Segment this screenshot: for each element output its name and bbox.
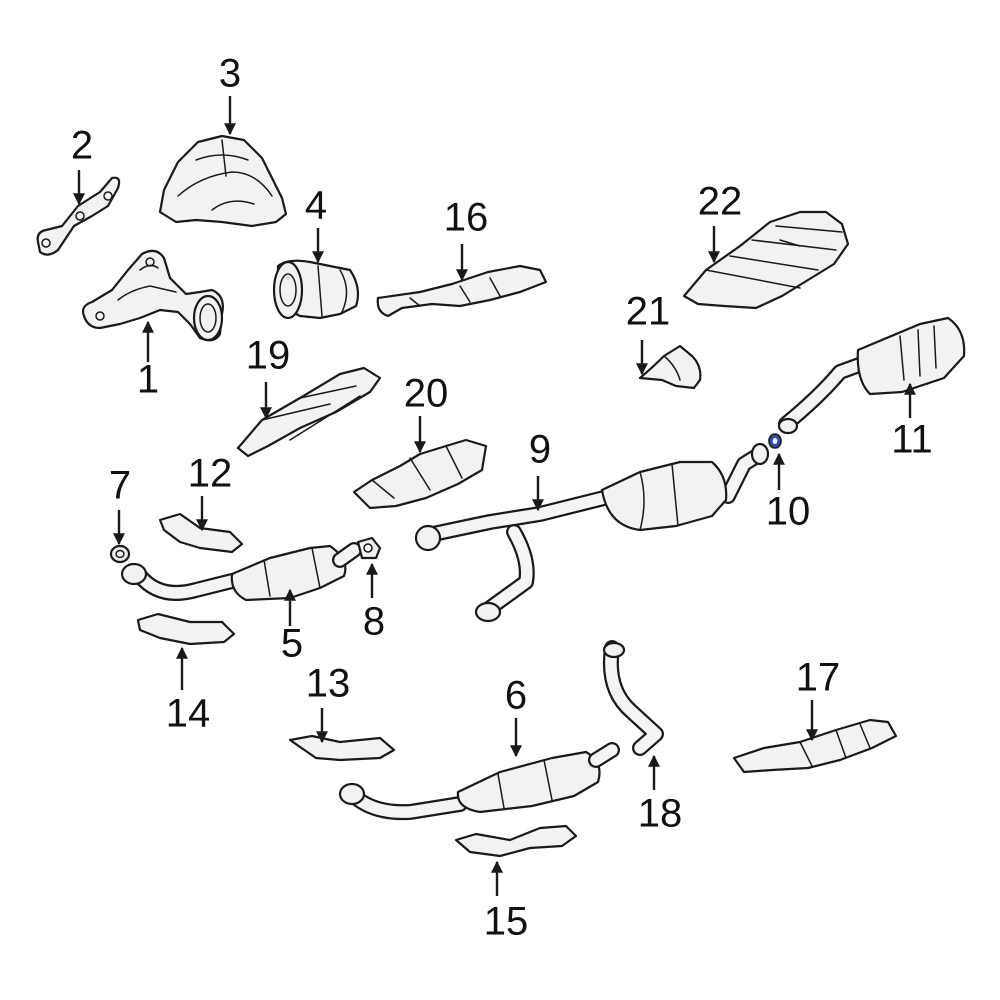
- part-3-manifold-heat-shield[interactable]: [158, 134, 288, 228]
- callout-13: 13: [306, 662, 351, 706]
- callout-labels: 1 2 3 4 5 6 7 8 9 10 11 12 13 14 15 16 1…: [71, 52, 933, 944]
- callout-12: 12: [188, 452, 233, 496]
- callout-14: 14: [166, 692, 211, 736]
- callout-17: 17: [796, 656, 841, 700]
- part-15-heat-shield[interactable]: [454, 824, 578, 858]
- callout-6: 6: [505, 674, 527, 718]
- part-10-gasket[interactable]: [768, 433, 782, 449]
- callout-2: 2: [71, 124, 93, 168]
- part-8-gasket[interactable]: [356, 536, 382, 560]
- part-7-gasket[interactable]: [109, 544, 131, 564]
- part-18-bent-pipe[interactable]: [602, 640, 664, 756]
- callout-18: 18: [638, 792, 683, 836]
- callout-4: 4: [305, 184, 327, 228]
- callout-19: 19: [246, 334, 291, 378]
- callout-9: 9: [529, 428, 551, 472]
- part-9-center-pipe-resonator[interactable]: [414, 442, 770, 623]
- part-1-exhaust-manifold[interactable]: [81, 249, 224, 342]
- leader-arrows: [73, 96, 916, 896]
- part-19-heat-shield[interactable]: [236, 366, 382, 458]
- part-11-tailpipe-muffler[interactable]: [777, 316, 966, 435]
- callout-10: 10: [766, 490, 811, 534]
- part-21-hanger-bracket[interactable]: [638, 344, 702, 390]
- part-5-front-pipe-catalyst[interactable]: [120, 542, 362, 602]
- callout-15: 15: [484, 900, 529, 944]
- callout-5: 5: [281, 622, 303, 666]
- part-17-heat-shield[interactable]: [732, 718, 898, 774]
- part-6-front-pipe-catalyst[interactable]: [338, 742, 620, 821]
- callout-16: 16: [444, 196, 489, 240]
- callout-21: 21: [626, 290, 671, 334]
- part-13-heat-shield[interactable]: [288, 734, 396, 762]
- callout-3: 3: [219, 52, 241, 96]
- callout-11: 11: [891, 418, 933, 462]
- callout-8: 8: [363, 600, 385, 644]
- callout-20: 20: [404, 372, 449, 416]
- callout-7: 7: [109, 464, 131, 508]
- callout-1: 1: [137, 358, 159, 402]
- part-4-front-catalytic-converter[interactable]: [272, 259, 360, 320]
- callout-22: 22: [698, 180, 743, 224]
- part-14-heat-shield[interactable]: [136, 612, 236, 646]
- part-20-heat-shield[interactable]: [352, 438, 488, 510]
- part-12-small-heat-shield[interactable]: [158, 512, 244, 554]
- part-2-manifold-gasket[interactable]: [36, 176, 121, 256]
- part-22-underbody-heat-shield[interactable]: [682, 210, 850, 310]
- part-16-heat-shield[interactable]: [376, 264, 548, 318]
